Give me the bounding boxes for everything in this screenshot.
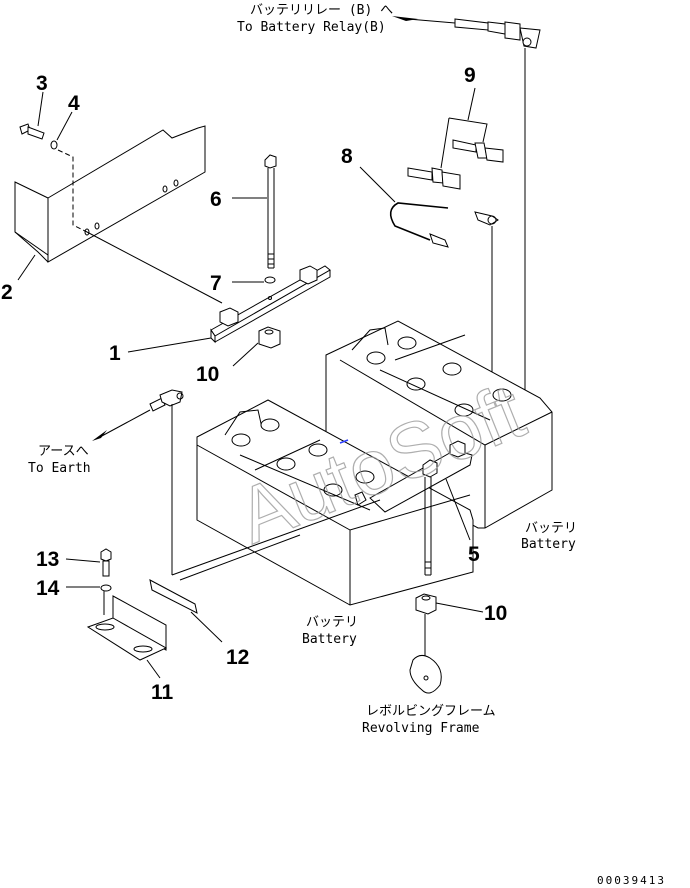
battery-right bbox=[325, 320, 553, 529]
callout-6: 6 bbox=[210, 188, 222, 211]
relay-caption-en: To Battery Relay(B) bbox=[237, 20, 386, 35]
frame-caption: レボルビングフレーム Revolving Frame bbox=[362, 704, 496, 736]
relay-arrow-icon bbox=[392, 16, 418, 21]
revolving-frame-section bbox=[409, 654, 442, 694]
callout-5: 5 bbox=[468, 543, 480, 566]
bracket-5 bbox=[369, 440, 473, 576]
earth-arrow-icon bbox=[92, 430, 107, 441]
callout-numbers: 3 4 2 6 7 1 10 8 9 5 10 13 14 12 11 bbox=[1, 64, 507, 704]
callout-14: 14 bbox=[36, 577, 60, 600]
earth-caption-en: To Earth bbox=[28, 461, 91, 476]
relay-cable bbox=[392, 16, 541, 395]
j-bolt-6 bbox=[264, 154, 277, 269]
battery-left-caption-en: Battery bbox=[302, 632, 357, 647]
battery-left bbox=[196, 399, 474, 606]
battery-right-caption: バッテリ Battery bbox=[521, 521, 577, 552]
washer-14 bbox=[100, 584, 112, 592]
bolt-3 bbox=[19, 123, 45, 140]
callout-11: 11 bbox=[151, 681, 174, 704]
washer-4 bbox=[50, 140, 58, 150]
angle-bracket-11 bbox=[86, 595, 168, 661]
drawing-number: 00039413 bbox=[597, 874, 666, 887]
cover-part bbox=[14, 125, 223, 304]
earth-caption: アースへ To Earth bbox=[28, 444, 91, 476]
callout-12: 12 bbox=[226, 646, 249, 669]
battery-cable-8 bbox=[389, 202, 499, 420]
earth-caption-jp: アースへ bbox=[38, 444, 89, 459]
leader-lines bbox=[17, 87, 484, 679]
bolt-13 bbox=[100, 548, 112, 577]
earth-cable bbox=[92, 389, 381, 581]
blue-mark bbox=[339, 439, 349, 444]
rubber-pad-12 bbox=[149, 579, 198, 614]
battery-right-caption-jp: バッテリ bbox=[525, 521, 577, 536]
battery-right-caption-en: Battery bbox=[521, 537, 576, 552]
terminal-caps-9 bbox=[407, 117, 504, 190]
callout-1: 1 bbox=[109, 342, 121, 365]
hold-down-bracket-1 bbox=[210, 265, 331, 344]
callout-9: 9 bbox=[464, 64, 476, 87]
callout-10-upper: 10 bbox=[196, 363, 219, 386]
relay-caption-jp: バッテリリレー (B) へ bbox=[250, 3, 393, 18]
callout-10-lower: 10 bbox=[484, 602, 507, 625]
battery-left-caption: バッテリ Battery bbox=[302, 615, 358, 647]
callout-4: 4 bbox=[68, 92, 80, 115]
frame-caption-en: Revolving Frame bbox=[362, 721, 480, 736]
nut-10-upper bbox=[258, 326, 281, 349]
callout-3: 3 bbox=[36, 72, 48, 95]
washer-7 bbox=[264, 276, 276, 284]
callout-7: 7 bbox=[210, 272, 222, 295]
relay-caption: バッテリリレー (B) へ To Battery Relay(B) bbox=[237, 3, 393, 35]
frame-caption-jp: レボルビングフレーム bbox=[366, 704, 496, 719]
callout-8: 8 bbox=[341, 145, 353, 168]
callout-2: 2 bbox=[1, 281, 13, 304]
battery-left-caption-jp: バッテリ bbox=[306, 615, 358, 630]
callout-13: 13 bbox=[36, 548, 59, 571]
